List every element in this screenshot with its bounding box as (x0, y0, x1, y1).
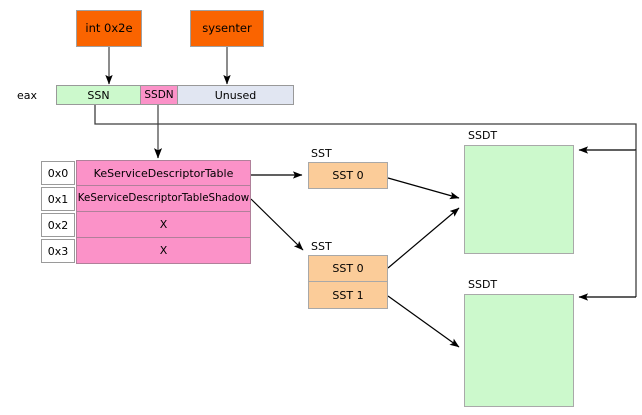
wire-sst2-0-to-ssdt-top (387, 207, 460, 269)
ssdt-label: SSDT (468, 129, 498, 142)
register-segment-label: SSN (87, 88, 110, 102)
table-row-label: KeServiceDescriptorTableShadow (77, 192, 250, 205)
table-index-2: 0x2 (41, 213, 75, 237)
entry-point-sysenter[interactable]: sysenter (190, 10, 264, 47)
register-segment-label: Unused (214, 88, 257, 102)
table-row[interactable]: X (76, 238, 251, 264)
sst-group-label: SST (311, 240, 332, 253)
register-segment-unused: Unused (177, 85, 294, 105)
register-name-eax: eax (17, 89, 38, 102)
ssdt-block-top[interactable] (464, 145, 574, 254)
table-row-label: X (159, 218, 168, 231)
wire-sst2-1-to-ssdt-bottom (387, 295, 460, 348)
sst-entry-label: SST 0 (332, 262, 364, 275)
table-row[interactable]: KeServiceDescriptorTableShadow (76, 186, 251, 212)
table-row[interactable]: KeServiceDescriptorTable (76, 160, 251, 186)
table-index-label: 0x3 (47, 244, 69, 258)
table-row[interactable]: X (76, 212, 251, 238)
register-segment-ssdn: SSDN (140, 85, 178, 105)
sst-entry-label: SST 0 (332, 169, 364, 182)
entry-point-int-0x2e[interactable]: int 0x2e (76, 10, 142, 47)
ssdt-block-bottom[interactable] (464, 294, 574, 407)
sst-entry-0[interactable]: SST 0 (308, 255, 388, 282)
table-index-label: 0x0 (47, 166, 69, 180)
table-index-3: 0x3 (41, 239, 75, 263)
register-segment-label: SSDN (144, 88, 174, 101)
register-segment-ssn: SSN (56, 85, 141, 105)
table-row-label: KeServiceDescriptorTable (93, 166, 234, 180)
ssdt-label: SSDT (468, 278, 498, 291)
sst-group-label: SST (311, 147, 332, 160)
table-row-label: X (159, 244, 168, 257)
table-index-label: 0x2 (47, 218, 69, 232)
wire-table1-to-sst2 (250, 198, 304, 251)
table-index-0: 0x0 (41, 161, 75, 185)
table-index-label: 0x1 (47, 192, 69, 206)
entry-point-label: int 0x2e (85, 20, 133, 35)
sst-entry-label: SST 1 (332, 288, 364, 302)
entry-point-label: sysenter (202, 20, 252, 35)
sst-entry-0[interactable]: SST 0 (308, 162, 388, 189)
wire-sst1-0-to-ssdt-top (387, 177, 460, 200)
table-index-1: 0x1 (41, 187, 75, 211)
sst-entry-1[interactable]: SST 1 (308, 282, 388, 309)
